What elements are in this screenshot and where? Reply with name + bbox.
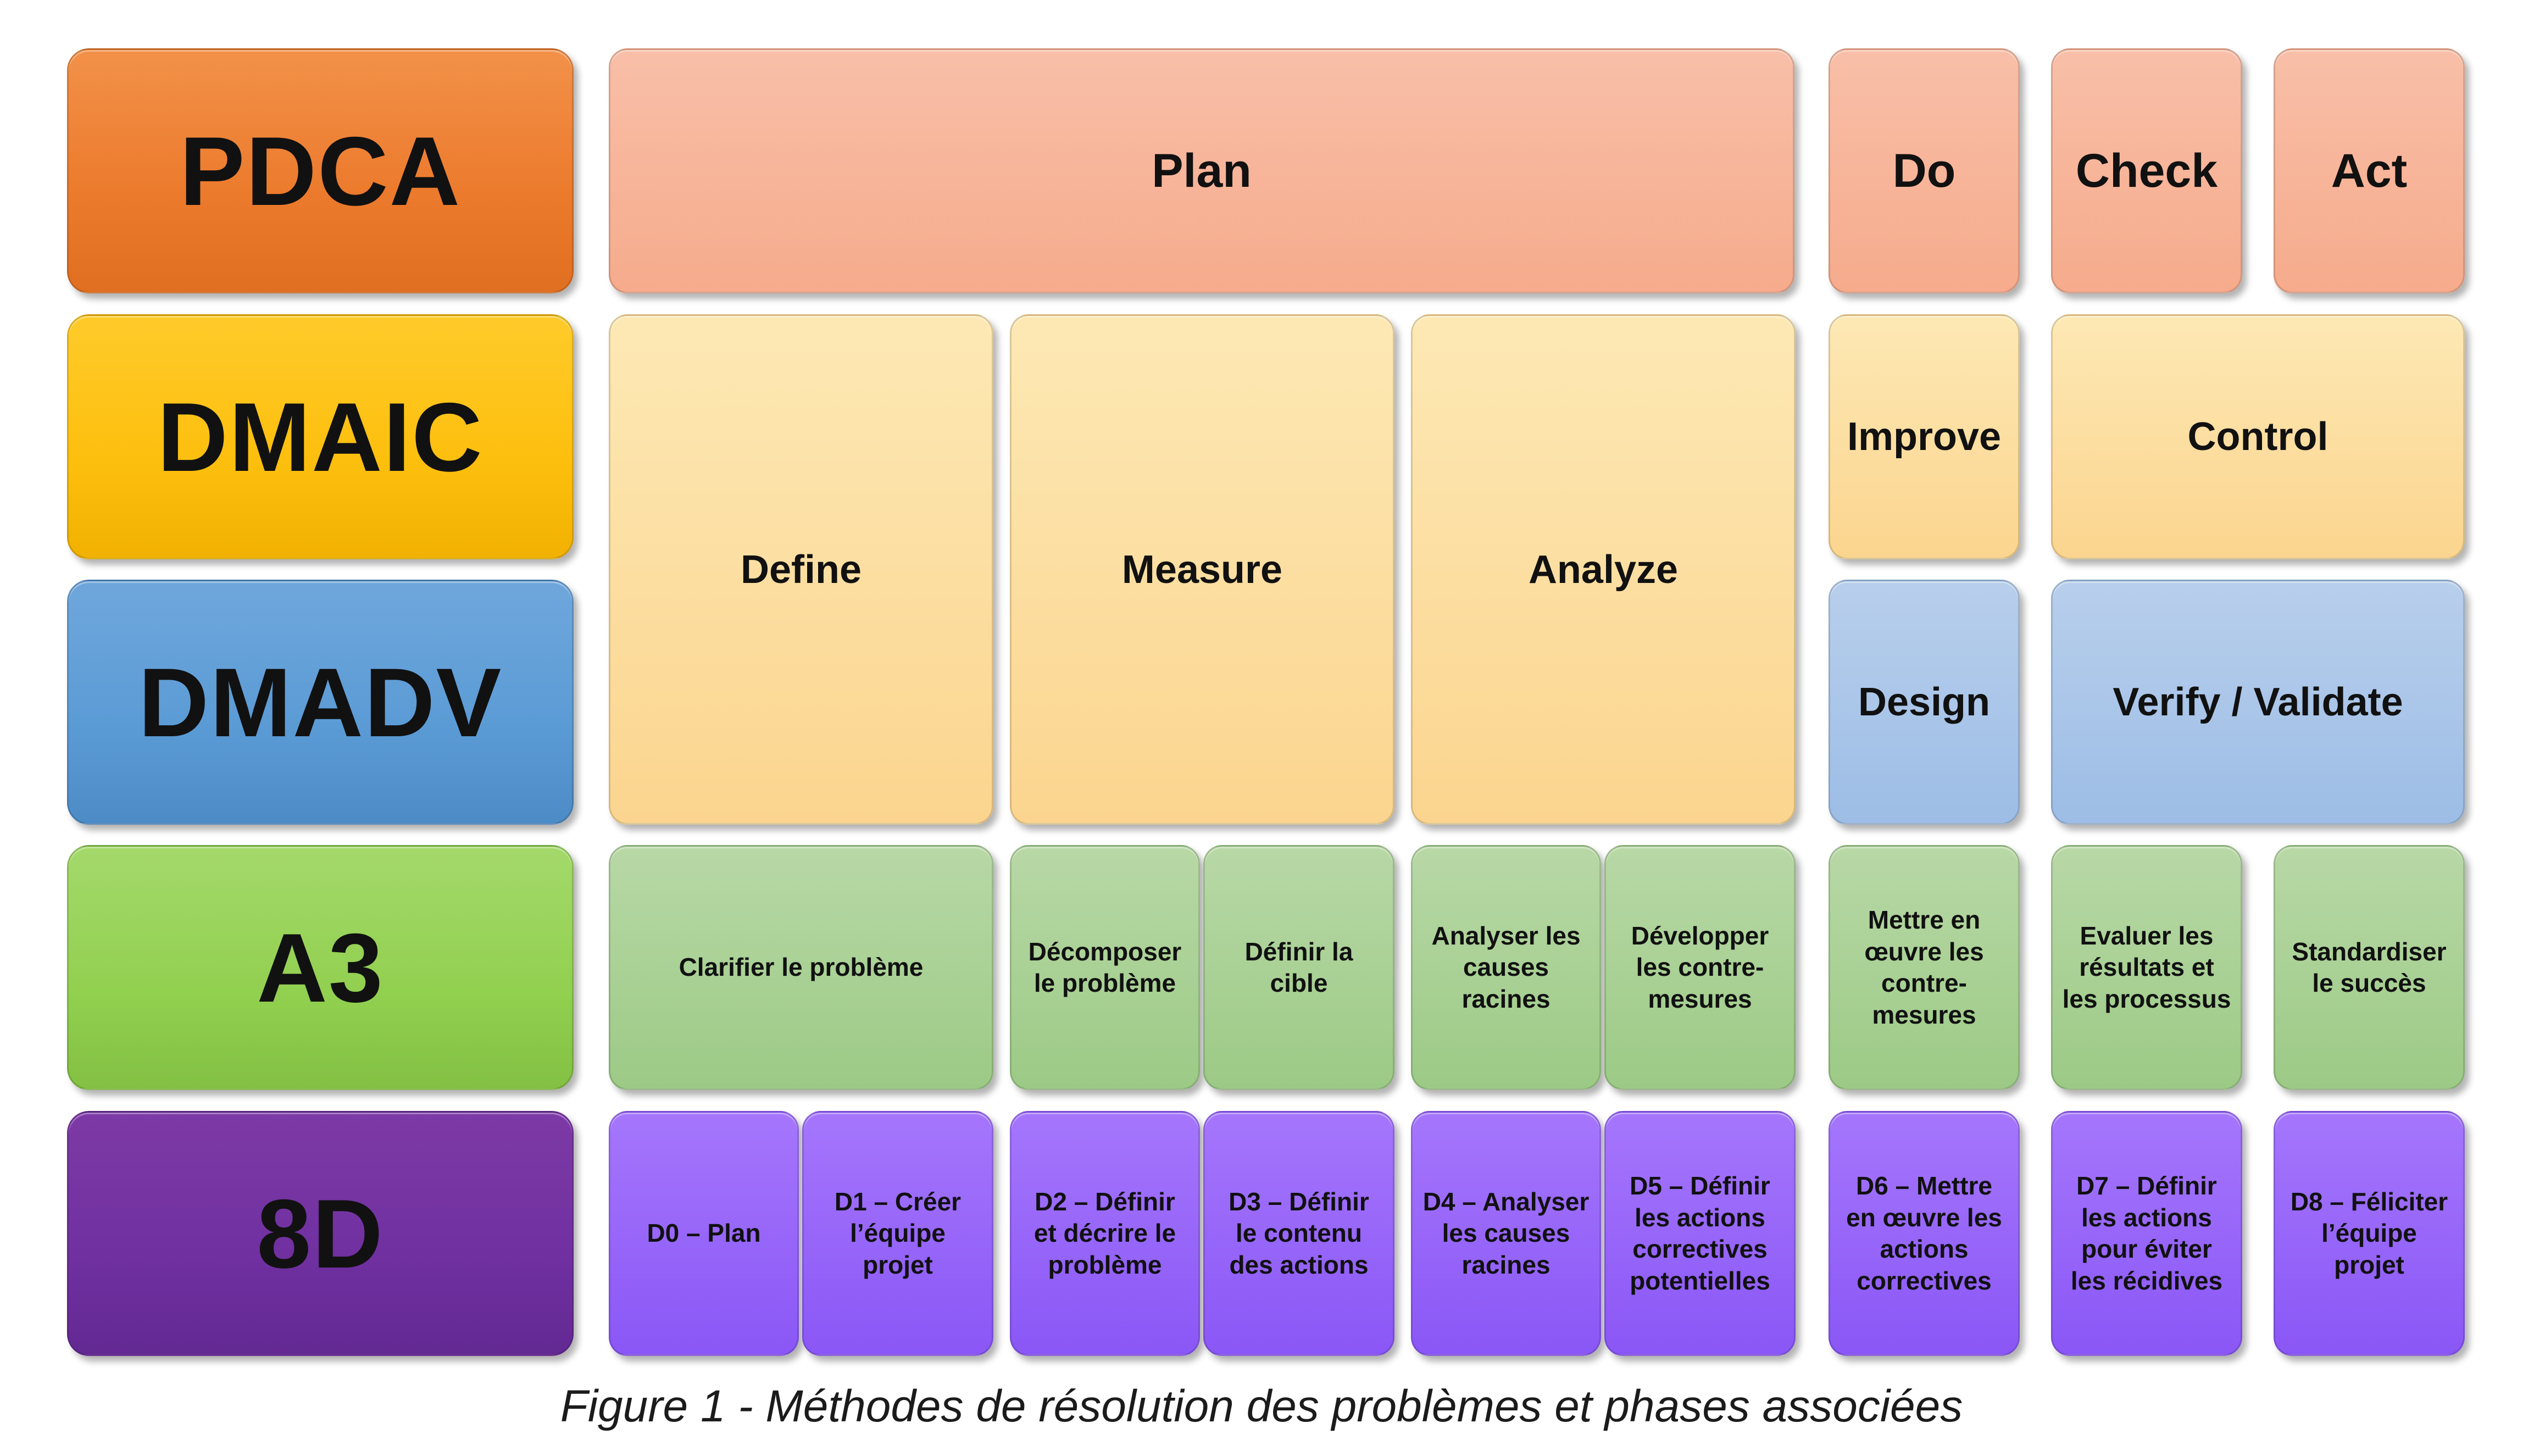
phase-define: Define: [609, 314, 993, 825]
phase-control: Control: [2051, 314, 2465, 559]
d8-d8-feliciter-equipe: D8 – Féliciter l’équipe projet: [2274, 1111, 2465, 1356]
d8-d1-creer-equipe: D1 – Créer l’équipe projet: [802, 1111, 993, 1356]
phase-verify-validate: Verify / Validate: [2051, 580, 2465, 825]
method-dmaic: DMAIC: [67, 314, 574, 559]
a3-developper-contremesures: Développer les contre- mesures: [1604, 845, 1796, 1090]
phase-plan: Plan: [609, 48, 1794, 293]
phase-act: Act: [2274, 48, 2465, 293]
phase-analyze: Analyze: [1411, 314, 1796, 825]
method-8d: 8D: [67, 1111, 574, 1356]
figure-caption: Figure 1 - Méthodes de résolution des pr…: [560, 1381, 1963, 1431]
phase-improve: Improve: [1829, 314, 2020, 559]
a3-analyser-causes: Analyser les causes racines: [1411, 845, 1601, 1090]
a3-decomposer-probleme: Décomposer le problème: [1010, 845, 1200, 1090]
d8-d7-eviter-recidives: D7 – Définir les actions pour éviter les…: [2051, 1111, 2242, 1356]
a3-evaluer-resultats: Evaluer les résultats et les processus: [2051, 845, 2242, 1090]
method-dmadv: DMADV: [67, 580, 574, 825]
d8-d2-definir-probleme: D2 – Définir et décrire le problème: [1010, 1111, 1200, 1356]
d8-d0-plan: D0 – Plan: [609, 1111, 799, 1356]
method-pdca: PDCA: [67, 48, 574, 293]
d8-d3-definir-contenu: D3 – Définir le contenu des actions: [1203, 1111, 1394, 1356]
phase-check: Check: [2051, 48, 2242, 293]
phase-design: Design: [1829, 580, 2020, 825]
d8-d5-actions-potentielles: D5 – Définir les actions correctives pot…: [1604, 1111, 1796, 1356]
phase-measure: Measure: [1010, 314, 1394, 825]
phase-do: Do: [1829, 48, 2020, 293]
a3-mettre-en-oeuvre: Mettre en œuvre les contre- mesures: [1829, 845, 2020, 1090]
method-a3: A3: [67, 845, 574, 1090]
d8-d4-analyser-causes: D4 – Analyser les causes racines: [1411, 1111, 1601, 1356]
a3-standardiser-succes: Standardiser le succès: [2274, 845, 2465, 1090]
a3-clarifier-probleme: Clarifier le problème: [609, 845, 993, 1090]
a3-definir-cible: Définir la cible: [1203, 845, 1394, 1090]
d8-d6-mettre-en-oeuvre: D6 – Mettre en œuvre les actions correct…: [1829, 1111, 2020, 1356]
